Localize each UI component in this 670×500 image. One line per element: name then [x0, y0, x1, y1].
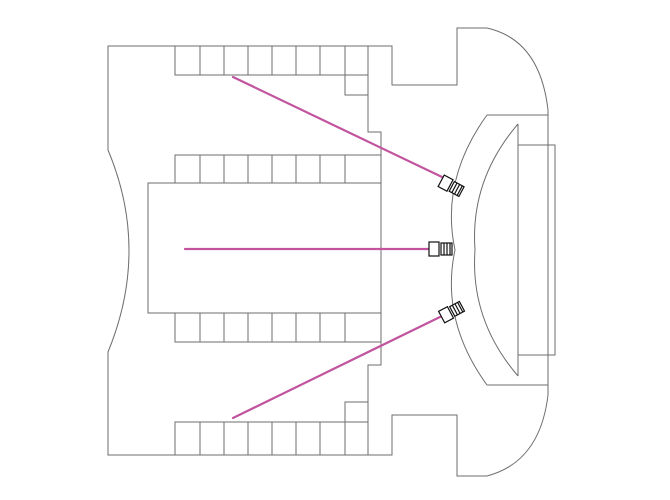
curved-screen-structure	[450, 114, 556, 386]
lower-projection-beam	[231, 314, 444, 420]
upper-projector-icon	[437, 174, 465, 198]
upper-projection-beam	[231, 75, 444, 179]
hall-outer-wall	[107, 27, 549, 477]
upper-seating-block	[174, 46, 382, 155]
upper-mid-seating-row	[174, 154, 382, 184]
lower-projector-icon	[437, 300, 466, 324]
center-projector-icon	[428, 241, 453, 257]
lower-seating-block	[174, 342, 382, 455]
projection-beams	[183, 75, 444, 420]
lower-mid-seating-row	[174, 312, 382, 343]
